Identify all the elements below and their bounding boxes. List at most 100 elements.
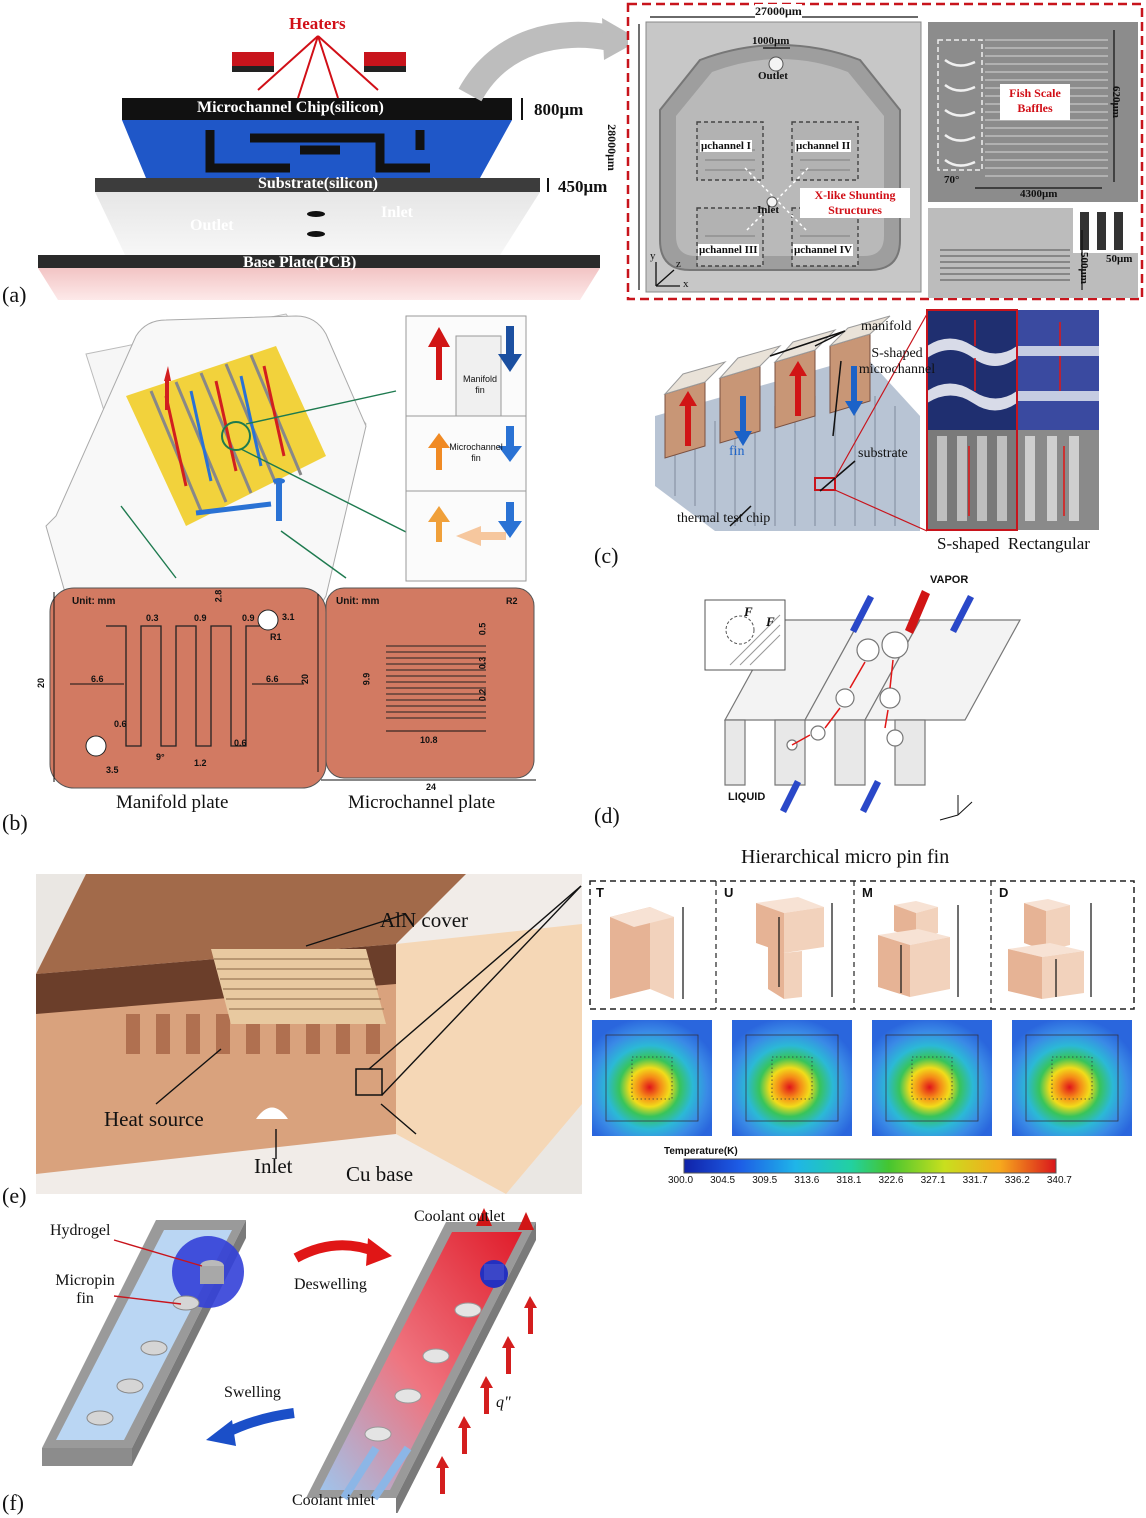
inlet-center-label: Inlet xyxy=(757,204,779,216)
deswelling-label: Deswelling xyxy=(294,1276,367,1293)
dim-3-1: 3.1 xyxy=(282,612,295,622)
fish-scale-label: Fish Scale Baffles xyxy=(1009,86,1061,115)
panel-f: Hydrogel Micropin fin Deswelling Swellin… xyxy=(36,1208,560,1513)
zoom-arrow xyxy=(458,21,613,102)
dim-0-6a: 0.6 xyxy=(114,719,127,729)
substrate-label-c: substrate xyxy=(858,446,908,461)
heater-left xyxy=(232,52,274,66)
coolant-inlet-label: Coolant inlet xyxy=(292,1492,376,1509)
hydrogel-label: Hydrogel xyxy=(50,1222,111,1239)
tick-8: 336.2 xyxy=(1004,1175,1030,1186)
force-fm: F xyxy=(766,614,775,629)
panel-c: manifold S-shaped microchannel fin subst… xyxy=(655,306,1105,561)
cu-base-label: Cu base xyxy=(346,1162,414,1186)
microchannel-blocks xyxy=(696,121,859,267)
manifold-label-c: manifold xyxy=(861,319,912,334)
dim-2-8: 2.8 xyxy=(213,589,224,603)
dim-20-c: 20 xyxy=(300,673,311,685)
panel-b: Manifold fin Microchannel fin Unit: mm U… xyxy=(36,306,540,821)
panel-f-figure xyxy=(36,1208,560,1513)
dim-1-2: 1.2 xyxy=(194,758,207,768)
sem-caption: S-shaped Rectangular xyxy=(937,534,1090,553)
uchannel-2: μchannel II xyxy=(795,140,852,152)
tick-5: 322.6 xyxy=(878,1175,904,1186)
micropin-label: Micropin fin xyxy=(55,1272,115,1307)
width-50: 50μm xyxy=(1106,253,1133,265)
angle-label: 70° xyxy=(944,174,960,186)
dim-r1: R1 xyxy=(270,632,282,642)
pin-fin-figure xyxy=(588,877,1138,1197)
fin-label: fin xyxy=(729,444,745,459)
uchannel-3: μchannel III xyxy=(698,244,759,256)
dim-9deg: 9° xyxy=(156,752,165,762)
base-label: Base Plate(PCB) xyxy=(243,254,357,271)
tick-1: 304.5 xyxy=(710,1175,736,1186)
label-d: (d) xyxy=(594,803,620,828)
height-500: 500μm xyxy=(1077,252,1090,284)
dim-0-6b: 0.6 xyxy=(234,738,247,748)
port-dim: 1000μm xyxy=(752,35,790,47)
tick-4: 318.1 xyxy=(836,1175,862,1186)
caption-microchannel-plate: Microchannel plate xyxy=(348,792,496,813)
panel-d-figure xyxy=(700,570,1030,825)
dim-0-2: 0.2 xyxy=(477,688,488,702)
s-shaped-label: S-shaped microchannel xyxy=(858,346,936,377)
dim-6-6a: 6.6 xyxy=(91,674,104,684)
axis-y: y xyxy=(650,250,656,262)
tick-7: 331.7 xyxy=(962,1175,988,1186)
substrate-label: Substrate(silicon) xyxy=(258,175,378,192)
colorbar-ticks: 300.0 304.5 309.5 313.6 318.1 322.6 327.… xyxy=(668,1175,1072,1186)
thermal-chip-label: thermal test chip xyxy=(677,511,771,526)
heaters-label: Heaters xyxy=(289,14,346,33)
panel-a: Heaters Microchannel Chip(silicon) 800μm… xyxy=(0,0,1146,305)
tick-2: 309.5 xyxy=(752,1175,778,1186)
panel-e-figure xyxy=(36,874,582,1194)
chip-thickness: 800μm xyxy=(534,100,584,119)
swelling-label: Swelling xyxy=(224,1384,281,1401)
force-fl: F xyxy=(744,604,753,619)
width-dim: 27000μm xyxy=(755,4,802,19)
dim-0-3: 0.3 xyxy=(146,613,159,623)
heat-flux-label: q" xyxy=(496,1394,511,1411)
aln-cover-label: AlN cover xyxy=(380,908,469,932)
tick-9: 340.7 xyxy=(1046,1175,1072,1186)
dim-0-9b: 0.9 xyxy=(242,613,255,623)
outlet-top-label: Outlet xyxy=(758,70,788,82)
heater-right xyxy=(364,52,406,66)
unit-label-m: Unit: mm xyxy=(72,596,116,607)
label-c: (c) xyxy=(594,543,619,568)
caption-manifold-plate: Manifold plate xyxy=(116,792,229,813)
uchannel-4: μchannel IV xyxy=(793,244,853,256)
outlet-label: Outlet xyxy=(190,217,234,234)
temperature-title: Temperature(K) xyxy=(664,1146,738,1157)
dim-0-5: 0.5 xyxy=(477,622,488,636)
axis-z: z xyxy=(676,258,681,270)
length-4300: 4300μm xyxy=(1020,188,1058,200)
hierarchical-title: Hierarchical micro pin fin xyxy=(741,846,950,868)
inlet-label: Inlet xyxy=(381,204,413,221)
panel-e-3d: AlN cover Heat source Inlet Cu base xyxy=(36,874,582,1194)
coolant-outlet-label: Coolant outlet xyxy=(414,1208,506,1225)
panel-c-figure xyxy=(655,306,1105,561)
type-u: U xyxy=(724,885,734,900)
tick-3: 313.6 xyxy=(794,1175,820,1186)
dim-r2: R2 xyxy=(506,596,518,606)
panel-b-figure xyxy=(36,306,540,821)
unit-label-c: Unit: mm xyxy=(336,596,380,607)
manifold-fin-label: Manifold fin xyxy=(462,374,498,395)
height-620: 620μm xyxy=(1109,86,1122,118)
dim-9-9: 9.9 xyxy=(361,672,372,686)
type-d: D xyxy=(999,885,1009,900)
type-t: T xyxy=(596,885,604,900)
dim-3-5: 3.5 xyxy=(106,765,119,775)
label-f: (f) xyxy=(2,1490,24,1515)
label-a: (a) xyxy=(2,282,27,307)
uchannel-1: μchannel I xyxy=(700,140,752,152)
shunt-label: X-like Shunting Structures xyxy=(800,188,910,218)
inlet-label-e: Inlet xyxy=(254,1154,293,1178)
label-e: (e) xyxy=(2,1183,27,1208)
axis-x: x xyxy=(683,278,689,290)
substrate-thickness: 450μm xyxy=(558,177,608,196)
height-dim: 28000μm xyxy=(604,124,619,171)
panel-a-figure xyxy=(0,0,1144,301)
